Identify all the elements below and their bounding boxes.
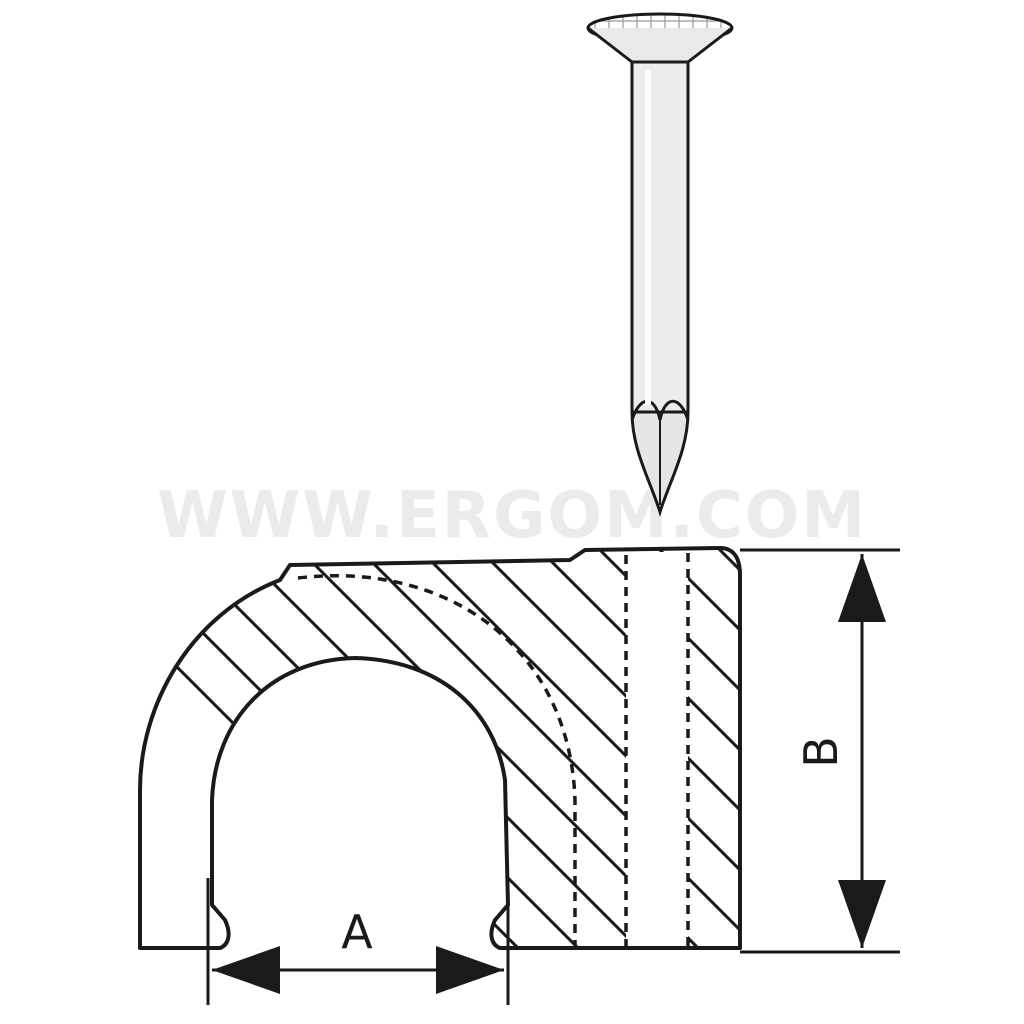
dimension-a-label: A xyxy=(341,905,373,959)
dimension-b xyxy=(740,548,900,954)
watermark-text: WWW.ERGOM.COM xyxy=(157,479,867,553)
nail-head-cone xyxy=(587,26,733,64)
dim-b-arrow-bottom xyxy=(838,880,886,948)
dimension-a xyxy=(206,878,510,1005)
nail-channel xyxy=(626,552,688,948)
hidden-cable-edge xyxy=(297,573,577,945)
nail-icon xyxy=(586,12,734,518)
dim-a-arrow-left xyxy=(212,946,280,994)
dimension-b-label: B xyxy=(794,736,848,768)
nail-shank xyxy=(630,60,690,414)
dim-b-arrow-top xyxy=(838,554,886,622)
clip-outline xyxy=(138,546,742,950)
dim-a-arrow-right xyxy=(436,946,504,994)
